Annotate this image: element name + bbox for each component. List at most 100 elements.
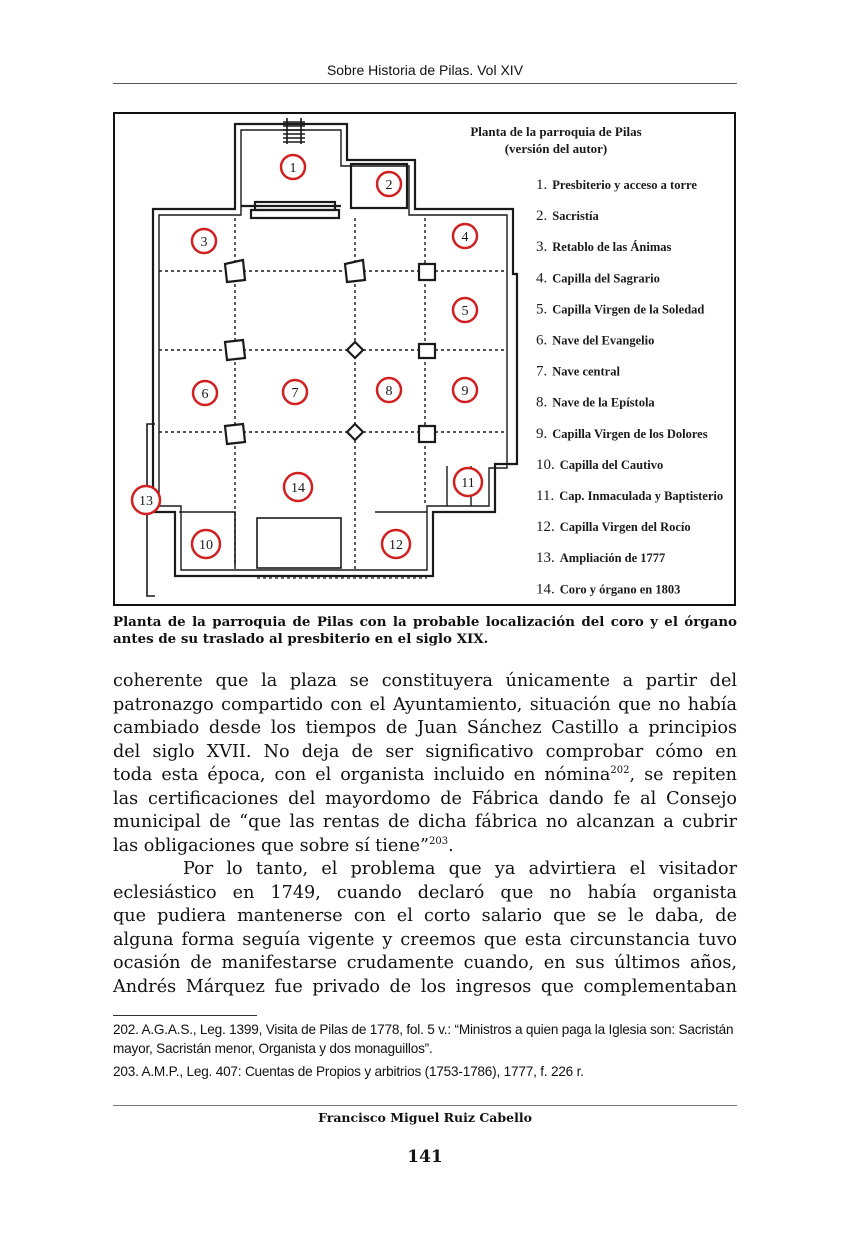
body-line: las certificaciones del mayordomo de Fáb… — [113, 788, 737, 809]
marker-9: 9 — [451, 376, 479, 404]
legend-number: 10. — [536, 457, 555, 473]
header-rule — [113, 83, 737, 84]
marker-label: 7 — [292, 386, 299, 401]
marker-13: 13 — [130, 484, 162, 516]
body-line: alguna forma seguía vigente y creemos qu… — [113, 929, 737, 950]
body-line: ocasión de manifestarse crudamente cuand… — [113, 953, 737, 973]
legend-item: 9. Capilla Virgen de los Dolores — [536, 426, 708, 442]
body-line: municipal de “que las rentas de dicha fá… — [113, 812, 737, 832]
body-text-span: toda esta época, con el organista inclui… — [113, 765, 611, 785]
legend-item: 5. Capilla Virgen de la Soledad — [536, 301, 704, 317]
legend-item: 13. Ampliación de 1777 — [536, 550, 665, 566]
marker-label: 3 — [201, 235, 208, 250]
marker-12: 12 — [380, 528, 412, 560]
legend-number: 5. — [536, 301, 547, 317]
legend-number: 6. — [536, 333, 547, 349]
marker-2: 2 — [375, 170, 403, 198]
footnote-ref-202[interactable]: 202 — [610, 765, 630, 777]
legend-item: 3. Retablo de las Ánimas — [536, 239, 671, 255]
legend-item: 2. Sacristía — [536, 208, 600, 224]
legend-number: 4. — [536, 270, 547, 286]
legend-label: Capilla del Sagrario — [552, 271, 660, 285]
legend-number: 11. — [536, 488, 554, 504]
marker-5: 5 — [451, 296, 479, 324]
legend-label: Capilla del Cautivo — [560, 458, 664, 472]
marker-label: 2 — [386, 178, 393, 193]
body-line: coherente que la plaza se constituyera ú… — [113, 671, 737, 691]
legend-item: 10. Capilla del Cautivo — [536, 457, 663, 473]
legend-label: Capilla Virgen de los Dolores — [552, 427, 707, 441]
figure-subtitle: (versión del autor) — [505, 141, 608, 156]
body-text-span: las obligaciones que sobre sí tiene” — [113, 835, 430, 856]
legend-number: 3. — [536, 239, 547, 255]
marker-14: 14 — [282, 471, 314, 503]
legend-item: 4. Capilla del Sagrario — [536, 270, 660, 286]
legend-item: 1.Presbiterio y acceso a torre — [536, 177, 697, 193]
figure-title: Planta de la parroquia de Pilas — [470, 124, 641, 139]
legend-number: 13. — [536, 550, 555, 566]
legend-label: Capilla Virgen del Rocío — [560, 520, 691, 534]
legend-item: 11.Cap. Inmaculada y Baptisterio — [536, 488, 723, 504]
running-title: Sobre Historia de Pilas. Vol XIV — [326, 62, 524, 78]
legend-item: 6. Nave del Evangelio — [536, 333, 654, 349]
legend-label: Presbiterio y acceso a torre — [552, 178, 697, 192]
legend-item: 7.Nave central — [536, 364, 620, 380]
legend-label: Retablo de las Ánimas — [552, 240, 671, 254]
body-line: toda esta época, con el organista inclui… — [113, 764, 737, 788]
marker-3: 3 — [190, 227, 218, 255]
legend-number: 7. — [536, 364, 547, 380]
footer-rule — [113, 1105, 737, 1106]
footnote-202: 202. A.G.A.S., Leg. 1399, Visita de Pila… — [113, 1022, 734, 1056]
legend-label: Capilla Virgen de la Soledad — [552, 302, 704, 316]
marker-label: 5 — [462, 304, 469, 319]
body-line: las obligaciones que sobre sí tiene”203. — [113, 835, 737, 859]
legend-number: 14. — [536, 581, 555, 597]
legend-label: Coro y órgano en 1803 — [560, 582, 681, 596]
body-text-span: , se repiten — [629, 765, 737, 785]
marker-label: 4 — [462, 230, 469, 245]
legend-number: 2. — [536, 208, 547, 224]
marker-label: 14 — [291, 481, 305, 496]
figure-caption: Planta de la parroquia de Pilas con la p… — [113, 614, 737, 647]
body-line: del siglo XVII. No deja de ser significa… — [113, 741, 737, 762]
body-line: Andrés Márquez fue privado de los ingres… — [113, 976, 737, 997]
footnotes: 202. A.G.A.S., Leg. 1399, Visita de Pila… — [113, 1020, 737, 1085]
marker-4: 4 — [451, 222, 479, 250]
legend-number: 8. — [536, 395, 547, 411]
body-line: cambiado desde los tiempos de Juan Sánch… — [113, 718, 737, 738]
legend-number: 12. — [536, 519, 555, 535]
plan-legend: Planta de la parroquia de Pilas (versión… — [470, 124, 723, 597]
floor-plan-drawing: 1 2 3 4 5 6 7 8 9 10 11 12 13 14 Planta … — [130, 118, 723, 597]
marker-1: 1 — [279, 153, 307, 181]
body-text-span: . — [448, 835, 454, 856]
marker-label: 9 — [462, 384, 469, 399]
legend-label: Ampliación de 1777 — [560, 551, 666, 565]
marker-label: 6 — [202, 387, 209, 402]
marker-label: 12 — [389, 538, 403, 553]
body-line: patronazgo compartido con el Ayuntamient… — [113, 694, 737, 715]
floor-plan-figure: 1 2 3 4 5 6 7 8 9 10 11 12 13 14 Planta … — [113, 112, 736, 606]
body-line: eclesiástico en 1749, cuando declaró que… — [113, 882, 737, 903]
legend-item: 14. Coro y órgano en 1803 — [536, 581, 680, 597]
legend-label: Sacristía — [552, 209, 599, 223]
author-name: Francisco Miguel Ruiz Cabello — [318, 1110, 532, 1125]
body-text: coherente que la plaza se constituyera ú… — [113, 670, 737, 999]
marker-label: 1 — [290, 161, 297, 176]
footnote-ref-203[interactable]: 203 — [429, 835, 449, 847]
marker-8: 8 — [375, 376, 403, 404]
numbered-markers: 1 2 3 4 5 6 7 8 9 10 11 12 13 14 — [130, 153, 484, 560]
legend-number: 9. — [536, 426, 547, 442]
legend-label: Nave del Evangelio — [552, 334, 654, 348]
marker-10: 10 — [190, 528, 222, 560]
marker-6: 6 — [191, 379, 219, 407]
page-number: 141 — [407, 1147, 443, 1167]
body-line: que pudiera mantenerse con el corto sala… — [113, 906, 737, 926]
footnote-rule — [113, 1015, 257, 1016]
legend-item: 12. Capilla Virgen del Rocío — [536, 519, 691, 535]
marker-label: 11 — [461, 476, 474, 491]
legend-label: Nave de la Epístola — [552, 396, 655, 410]
legend-item: 8. Nave de la Epístola — [536, 395, 655, 411]
plan-walls — [146, 118, 519, 597]
marker-label: 8 — [386, 384, 393, 399]
